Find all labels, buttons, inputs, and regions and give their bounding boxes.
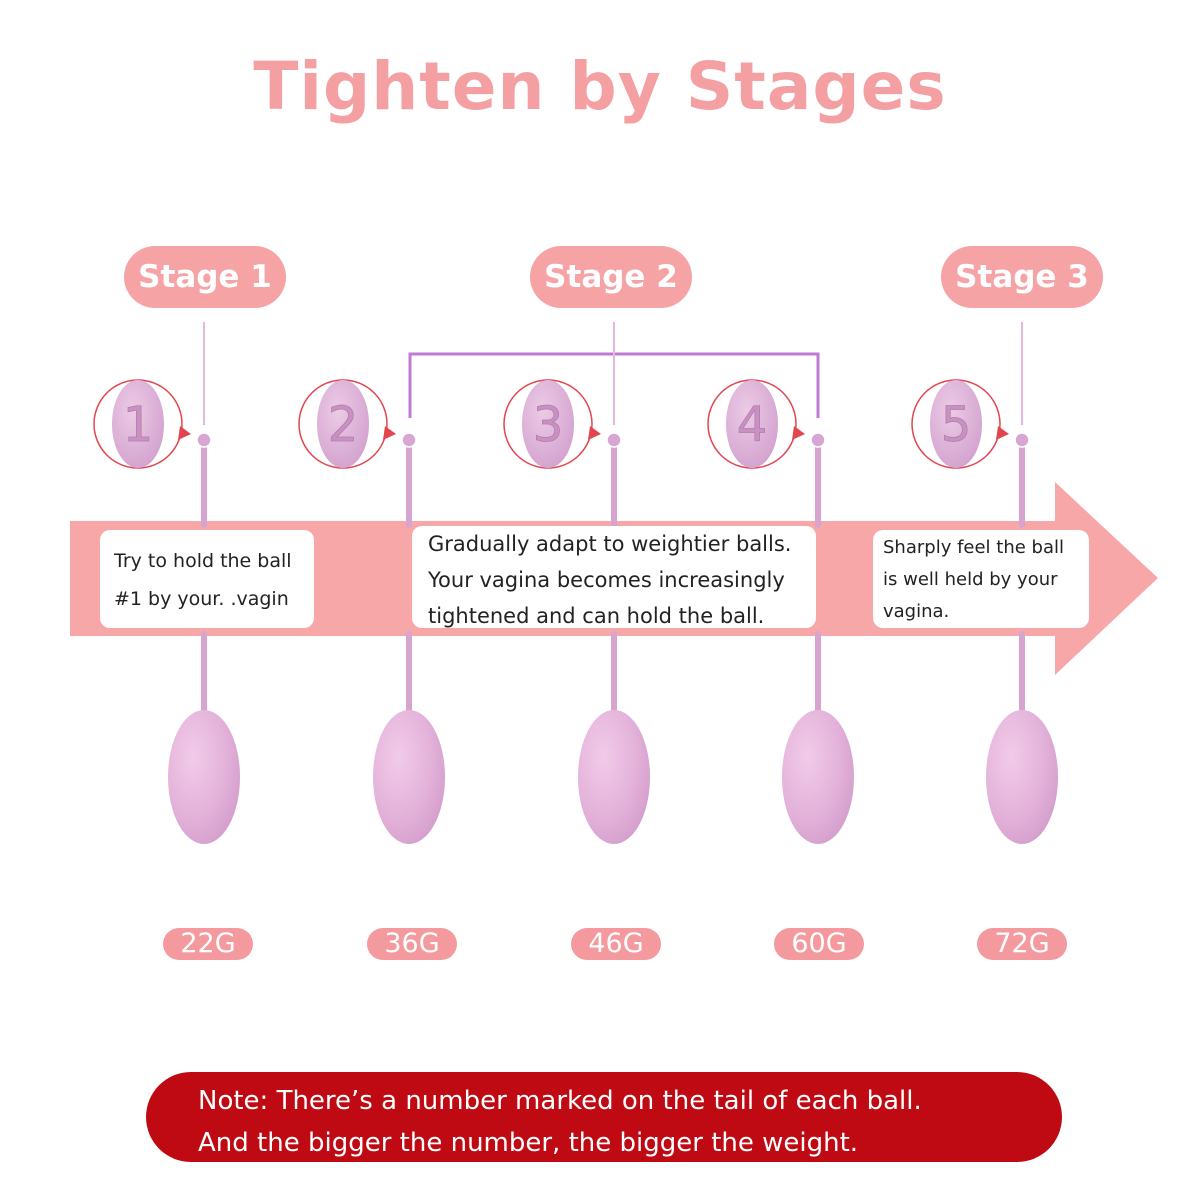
ball-number-label: 3 — [533, 397, 564, 453]
ball-body — [986, 710, 1058, 844]
stage-1-description: Try to hold the ball #1 by your. .vagin — [100, 530, 314, 628]
ball-tail-magnified — [112, 380, 164, 468]
magnifier-pointer — [996, 426, 1009, 440]
ball-tail-magnified — [930, 380, 982, 468]
description-line: is well held by your — [883, 569, 1058, 590]
stage-1-badge: Stage 1 — [124, 246, 286, 308]
description-line: vagina. — [883, 601, 950, 622]
stage-3-description: Sharply feel the ball is well held by yo… — [873, 530, 1089, 628]
ball-knob — [1014, 432, 1030, 448]
ball-body — [782, 710, 854, 844]
stage-3-badge: Stage 3 — [941, 246, 1103, 308]
note-line-1: Note: There’s a number marked on the tai… — [198, 1086, 922, 1116]
ball-1-weight: 22G — [163, 928, 253, 960]
ball-knob — [810, 432, 826, 448]
ball-5: 5 — [911, 379, 1058, 844]
ball-tail-magnified — [317, 380, 369, 468]
note-line-2: And the bigger the number, the bigger th… — [198, 1128, 859, 1158]
description-line: Try to hold the ball — [114, 550, 292, 572]
ball-3-weight: 46G — [571, 928, 661, 960]
description-line: Gradually adapt to weightier balls. — [428, 532, 792, 556]
ball-knob — [606, 432, 622, 448]
ball-body — [373, 710, 445, 844]
ball-number-label: 5 — [941, 397, 972, 453]
ball-2: 2 — [298, 379, 445, 844]
ball-knob — [401, 432, 417, 448]
ball-number-label: 4 — [737, 397, 768, 453]
ball-tail-magnified — [726, 380, 778, 468]
stage-2-badge: Stage 2 — [530, 246, 692, 308]
ball-1: 1 — [93, 379, 240, 844]
note-banner: Note: There’s a number marked on the tai… — [146, 1072, 1062, 1162]
ball-4: 4 — [707, 379, 854, 844]
page-title: Tighten by Stages — [253, 48, 947, 125]
ball-body — [578, 710, 650, 844]
ball-5-weight: 72G — [977, 928, 1067, 960]
description-line: #1 by your. .vagin — [114, 588, 289, 610]
ball-number-label: 1 — [123, 397, 154, 453]
magnifier-pointer — [178, 426, 191, 440]
magnifier-pointer — [383, 426, 396, 440]
magnifier-pointer — [792, 426, 805, 440]
ball-tail-magnified — [522, 380, 574, 468]
magnifier-pointer — [588, 426, 601, 440]
description-line: Sharply feel the ball — [883, 537, 1064, 558]
ball-number-label: 2 — [328, 397, 359, 453]
ball-body — [168, 710, 240, 844]
description-line: tightened and can hold the ball. — [428, 604, 765, 628]
ball-knob — [196, 432, 212, 448]
stage-2-description: Gradually adapt to weightier balls. Your… — [412, 526, 816, 628]
ball-3: 3 — [503, 379, 650, 844]
ball-4-weight: 60G — [774, 928, 864, 960]
description-line: Your vagina becomes increasingly — [428, 568, 785, 592]
ball-2-weight: 36G — [367, 928, 457, 960]
